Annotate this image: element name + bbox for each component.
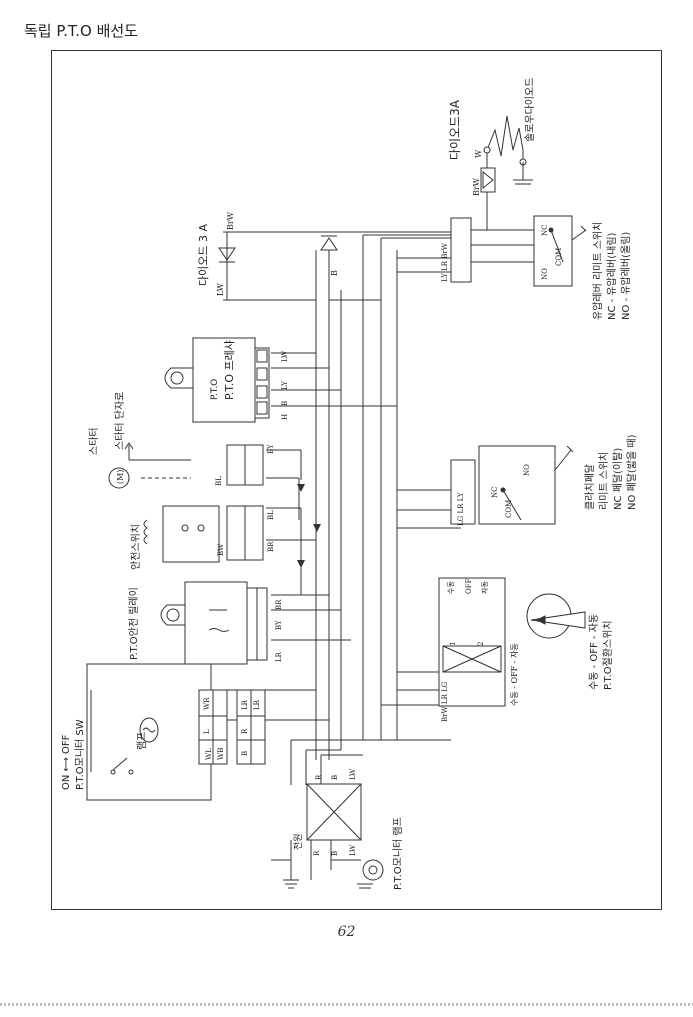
wire-wr: WR	[203, 697, 211, 710]
pto-sw-label-2: P.T.O모니터 SW	[74, 719, 86, 790]
wire-wb: WB	[217, 748, 225, 760]
scan-artifact	[0, 1003, 693, 1006]
wire-lr-relay: LR	[275, 651, 283, 662]
clutch-title: 클라치페달	[584, 464, 596, 510]
wire-r-low: R	[313, 850, 321, 856]
wire-h-box: H	[281, 414, 289, 420]
wire-lw-pwr: LW	[349, 768, 357, 780]
starter-label: 스타터	[88, 427, 100, 455]
horizontal-wires	[221, 190, 551, 880]
limit-nc: NC	[541, 225, 549, 236]
mode-wires: BrW LR LG	[441, 681, 449, 722]
solenoid-label: 솔로우다이오드	[524, 78, 536, 142]
diode-top-label: 다이오드3A	[448, 99, 462, 160]
mode-row: 수동 - OFF - 자동	[510, 643, 519, 706]
pto-safety-relay	[160, 581, 268, 665]
mode-term-1: 1	[449, 642, 457, 646]
page-number: 62	[337, 924, 356, 940]
wire-br-safety: BR	[267, 541, 275, 552]
clutch-sub: 리미트 스위치	[597, 452, 610, 510]
wire-brw-top: BrW	[472, 177, 481, 196]
pto-pressure-box	[164, 337, 270, 423]
clutch-pedal-switch	[450, 445, 574, 525]
wire-br-relay: BR	[275, 599, 283, 610]
wire-b-pwr: B	[331, 775, 339, 780]
safety-switch-label: 안전스위치	[129, 524, 142, 570]
mode-manual: 수동	[447, 581, 455, 594]
wire-w-top: W	[474, 149, 483, 158]
pto-relay-label: P.T.O안전 릴레이	[127, 587, 140, 660]
clutch-no: NO	[523, 464, 531, 476]
pto-mode-switch	[438, 577, 586, 707]
wire-r-pwr: R	[315, 774, 323, 780]
limit-switch-title: 유압레버 리미트 스위치	[591, 222, 604, 320]
pto-pressure-label-1: P.T.O	[210, 379, 220, 400]
page-title: 독립 P.T.O 배선도	[24, 22, 138, 40]
wire-b-mid: B	[330, 270, 339, 276]
clutch-nc: NC	[491, 487, 499, 498]
clutch-com: COM	[505, 500, 513, 518]
starter-sp: (M)	[116, 470, 125, 484]
clutch-no-desc: NO 페달(밟을 때)	[626, 434, 638, 510]
diode-mid-label: 다이오드 3 A	[197, 224, 210, 286]
wire-wl: WL	[205, 748, 213, 760]
flow-arrows	[297, 484, 321, 568]
wire-bl-safety: BL	[267, 510, 275, 520]
pto-monitor-sw	[86, 663, 266, 801]
mode-auto: 자동	[480, 581, 489, 594]
wire-ly-box: LY	[281, 381, 289, 390]
wire-b-lamp: B	[241, 751, 249, 756]
mode-term-2: 2	[477, 642, 485, 646]
wire-lw-mid: LW	[216, 282, 225, 296]
diode-3a-mid	[218, 232, 338, 300]
wire-b-low: B	[331, 851, 339, 856]
wire-by-starter: BY	[267, 444, 275, 454]
limit-com: COM	[555, 248, 563, 266]
diode-3a-top	[480, 115, 533, 193]
starter-connector	[226, 444, 264, 486]
wire-lr-a: LR	[241, 699, 249, 710]
wire-b-box: B	[281, 401, 289, 406]
power-label: 전원	[293, 833, 304, 850]
wire-l-lamp: L	[203, 729, 211, 734]
limit-wires: LY LR BrW	[441, 242, 449, 282]
starter-terminal-label: 스타터 단자로	[114, 392, 126, 450]
mode-switch-label-1: 수동 - OFF - 자동	[588, 614, 600, 690]
wire-bl-starter: BL	[215, 476, 223, 486]
diagram-frame	[51, 50, 662, 910]
hydraulic-limit-switch	[450, 215, 587, 287]
pto-pressure-label: P.T.O 프레샤	[223, 340, 236, 400]
wire-lw-low: LW	[349, 844, 357, 856]
mode-switch-label-2: P.T.O절환스위치	[601, 620, 614, 690]
limit-switch-no: NO - 유압레버(올림)	[619, 232, 632, 320]
monitor-lamp-label: P.T.O모니터 램프	[392, 817, 404, 890]
lamp-label: 램프	[136, 732, 148, 750]
clutch-wires: LG LR LY	[457, 492, 465, 526]
mode-off: OFF	[465, 578, 473, 594]
wire-r-lamp: R	[241, 728, 249, 734]
wire-lw-box: LW	[281, 350, 289, 362]
power-connector	[283, 783, 384, 889]
starter	[108, 442, 191, 489]
wiring-diagram: 다이오드3A 솔로우다이오드 BrW W LY LR BrW NO COM NC…	[61, 78, 638, 890]
pto-sw-label-1: ON ⟷ OFF	[61, 734, 72, 790]
wire-by-relay: BY	[275, 620, 283, 630]
wire-bw-safety: BW	[217, 543, 225, 556]
safety-switch	[143, 505, 264, 563]
wire-lr-b: LR	[253, 699, 261, 710]
clutch-nc-desc: NC 페달(이탈)	[611, 448, 624, 510]
limit-no: NO	[541, 268, 549, 280]
wire-brw-mid: BrW	[226, 211, 235, 230]
bus-wires	[315, 235, 398, 760]
limit-switch-nc: NC - 유압레버(내림)	[605, 232, 618, 320]
